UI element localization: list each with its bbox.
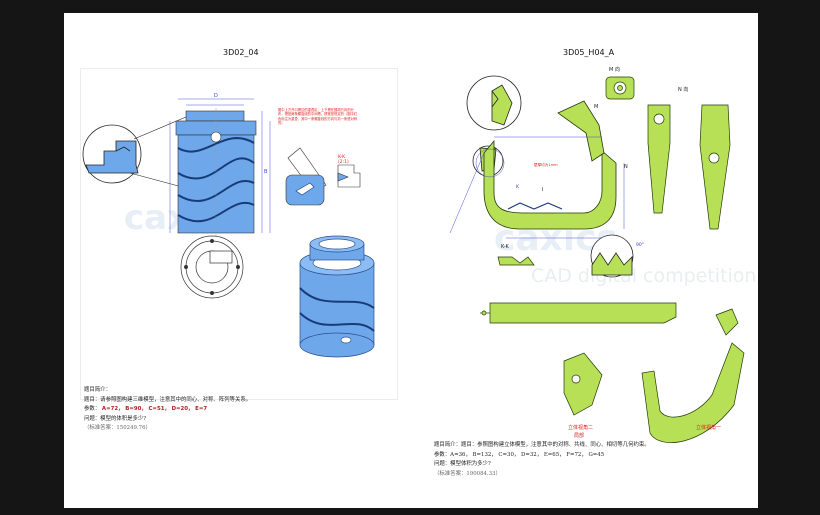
detail-label: 局部: [574, 432, 584, 439]
param-d: D=20，: [171, 406, 194, 413]
right-drawing-title: 3D05_H04_A: [563, 48, 615, 57]
iso-view-2-label: 立体视角二: [568, 424, 593, 431]
dim-k-right: K: [516, 184, 520, 190]
dim-label-b: B: [264, 169, 268, 175]
m-view-label: M 向: [609, 66, 620, 73]
param-c: C=51，: [148, 406, 170, 413]
angle-label: 90°: [636, 242, 644, 248]
iso-view-1-model: [641, 308, 745, 443]
dim-m-label: M: [594, 104, 598, 110]
n-view-label: N 向: [678, 86, 688, 93]
left-question: 问题：模型的体积是多少?: [84, 415, 147, 422]
left-drawing-title: 3D02_04: [223, 48, 259, 57]
drawing-sheet: 3D02_04 3D05_H04_A caxics caxics CAD dig…: [64, 13, 758, 508]
section-i-label: I: [542, 187, 543, 193]
right-answer: （标准答案：190084.33）: [434, 470, 501, 477]
kk-label-right: K-K: [501, 244, 510, 250]
right-description: 题目简介：题目：参照图构建立体模型，注意其中的对称、共线、同心、相切等几何约束。…: [434, 441, 754, 479]
left-iso-model: [299, 235, 375, 358]
red-annotation-note: 图中上方开口槽边的重叠区，上下槽在圆周方向的分布，槽是两条螺旋线的中间槽，槽宽是…: [278, 108, 358, 125]
left-answer: （标准答案：150249.76）: [84, 425, 151, 432]
left-detail-view: [285, 147, 327, 206]
kk-section-right: [497, 256, 535, 266]
side-view-2: [699, 104, 731, 230]
bottom-profile: [480, 302, 677, 324]
left-dimensions: [169, 98, 271, 233]
right-params: 参数：A=36， B=132， C=30， D=32， E=65， F=72， …: [434, 451, 605, 458]
left-params-row: 参数： A=72， B=90， C=51， D=20， E=7: [84, 405, 404, 415]
dim-n-label: N: [624, 164, 628, 170]
left-kk-section: [337, 164, 361, 188]
right-question: 问题：模型体积为多少?: [434, 461, 491, 468]
left-desc-heading: 题目简介：: [84, 387, 111, 393]
drawing-canvas: D B 图中上方开口槽边的重叠区，上下槽在圆周方向的分布，槽是两条螺旋线的中间槽…: [82, 66, 745, 443]
wall-thickness-note: 壁厚均为1mm: [534, 162, 558, 167]
kk-label-left: K-K: [338, 154, 346, 160]
right-dimensions: [449, 136, 625, 239]
param-b: B=90，: [125, 406, 147, 413]
watermark-tagline: CAD digital competition: [531, 265, 757, 287]
param-a: A=72，: [101, 406, 124, 413]
right-front-view: [483, 100, 617, 230]
param-e: E=7: [195, 406, 208, 413]
kk-scale-left: (2:1): [338, 159, 349, 165]
left-front-view: [175, 108, 257, 237]
detail-circle-i: [590, 234, 634, 278]
iso-view-2-model: [563, 352, 603, 416]
left-description: 题目简介： 题目：请参照图构建三维模型，注意其中的同心、对称、阵列等关系。 参数…: [84, 386, 404, 434]
right-zoom-circle-top: [466, 75, 522, 131]
left-top-view: [180, 235, 244, 299]
left-params-label: 参数：: [84, 406, 101, 413]
left-zoom-circle: [82, 124, 142, 184]
dim-label-d: D: [214, 93, 218, 99]
m-view: [605, 76, 635, 100]
iso-view-1-label: 立体视角一: [696, 424, 721, 431]
right-desc-line: 题目简介：题目：参照图构建立体模型，注意其中的对称、共线、同心、相切等几何约束。: [434, 442, 650, 448]
left-drawing-border: [80, 68, 398, 400]
side-view-1: [647, 104, 671, 214]
left-desc-line: 题目：请参照图构建三维模型，注意其中的同心、对称、阵列等关系。: [84, 396, 252, 403]
